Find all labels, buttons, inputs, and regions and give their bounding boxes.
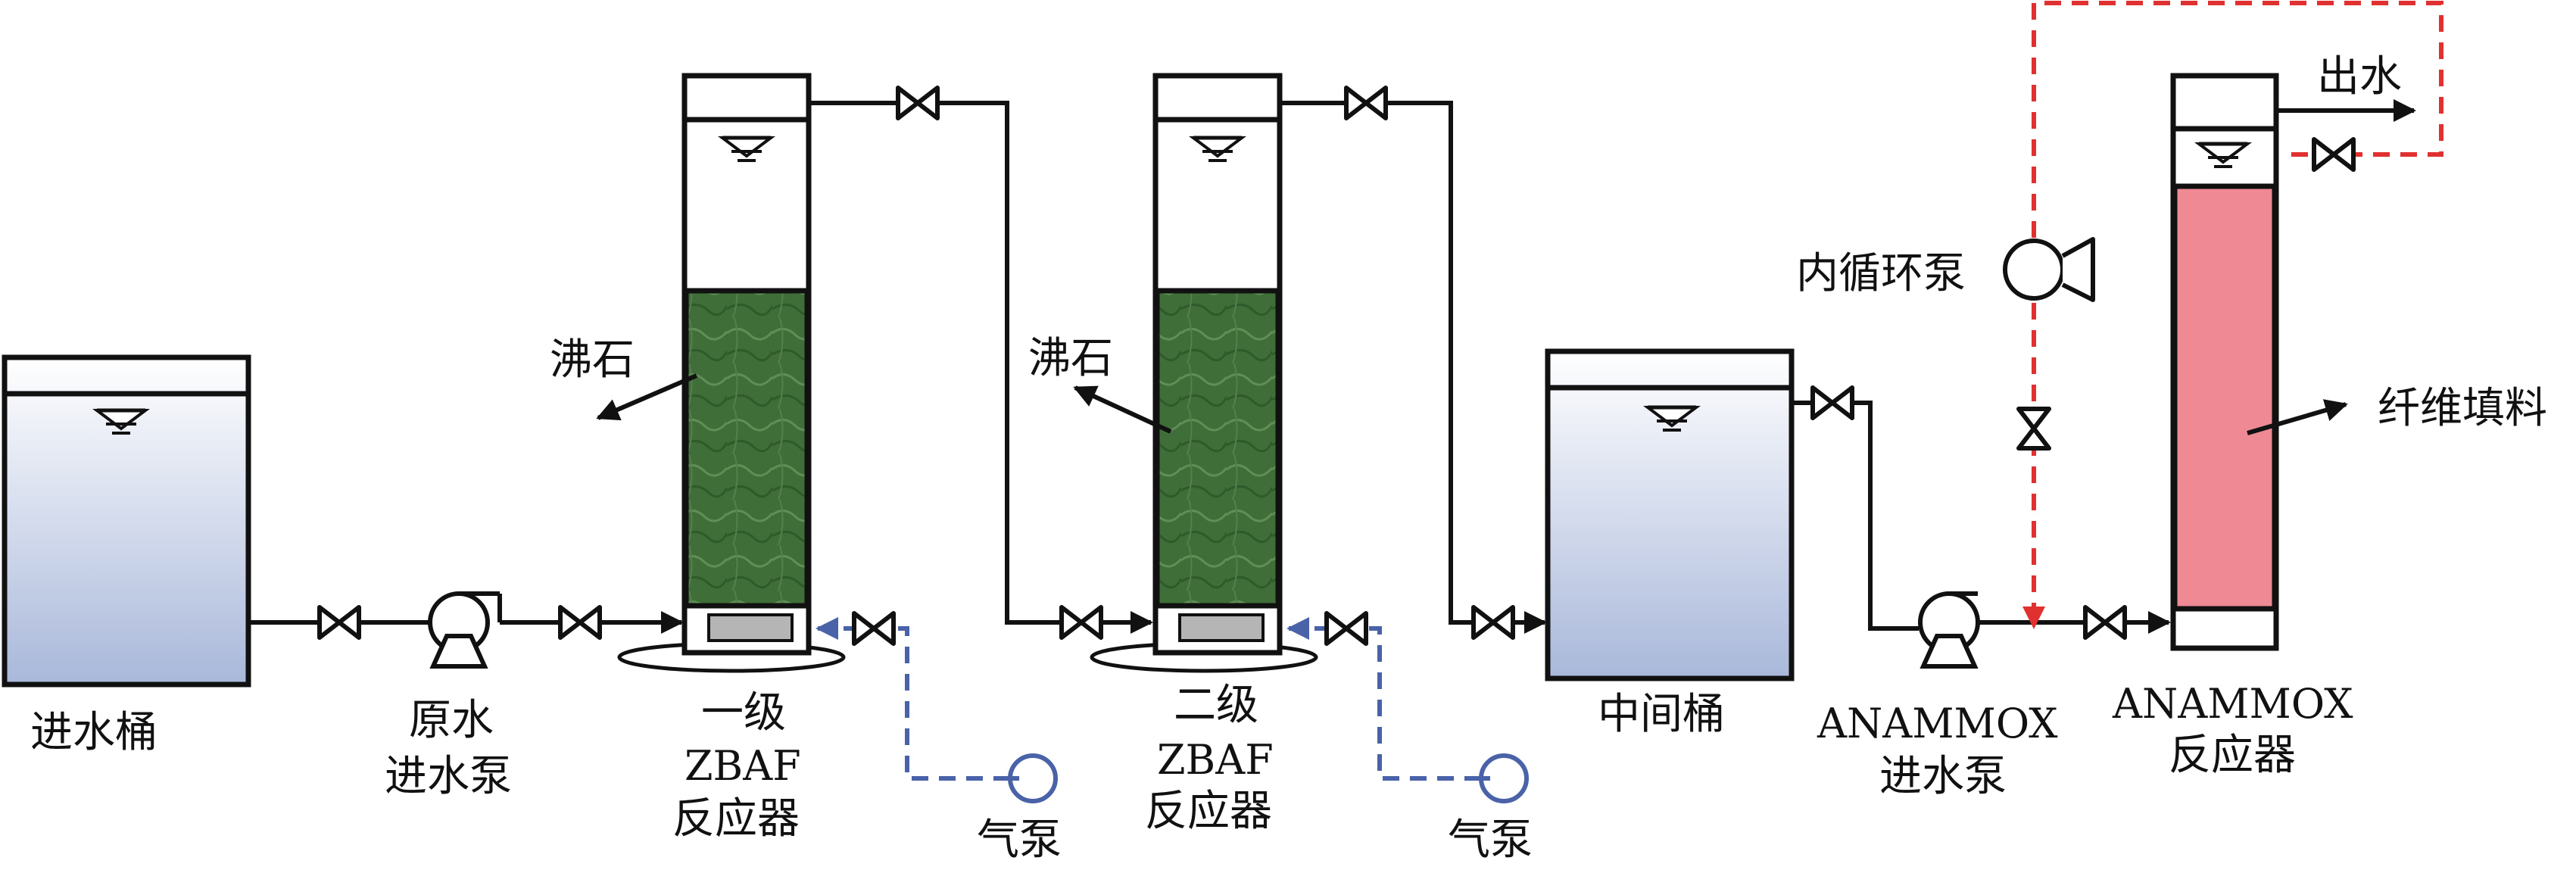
valve-zbaf2-outlet[interactable]: [1346, 88, 1386, 118]
zbaf1-label-1: 一级: [701, 688, 786, 737]
air-pump-1-label: 气泵: [977, 815, 1062, 865]
middle-tank-label: 中间桶: [1598, 690, 1725, 739]
middle-tank: [1545, 348, 1795, 681]
pipe-zbaf2-to-mid: [1280, 101, 1547, 634]
inlet-tank-label: 进水桶: [30, 708, 157, 757]
air-line-2: [1286, 617, 1481, 781]
valve-zbaf2-inlet[interactable]: [1062, 607, 1101, 638]
valve-mid-outlet[interactable]: [1813, 388, 1852, 418]
valve-recirc-outlet[interactable]: [2314, 139, 2353, 170]
anammox-feed-pump[interactable]: [1918, 591, 1980, 669]
raw-pump-label-2: 进水泵: [385, 752, 512, 801]
air-valve-2[interactable]: [1327, 613, 1366, 644]
raw-pump-label-1: 原水: [409, 696, 494, 745]
air-pump-2[interactable]: [1479, 753, 1529, 803]
effluent-label: 出水: [2317, 52, 2402, 101]
anammox-pump-label-2: 进水泵: [1879, 752, 2007, 801]
zbaf2-label-2: ZBAF: [1157, 736, 1274, 784]
zbaf2-label-1: 二级: [1174, 681, 1258, 730]
anammox-reactor-label-2: 反应器: [2169, 731, 2296, 780]
fiber-packing-label: 纤维填料: [2378, 384, 2547, 433]
zbaf1-label-3: 反应器: [672, 794, 800, 843]
valve-recirc[interactable]: [2019, 409, 2049, 448]
zbaf1-zeolite-bed: [683, 288, 810, 609]
zbaf1-aerator: [707, 613, 794, 642]
inlet-tank: [2, 354, 251, 688]
zbaf2-reactor: [1090, 73, 1318, 673]
pipe-mid-to-anammox-pump: [1792, 401, 1919, 631]
recirculation-pump[interactable]: [2003, 237, 2095, 302]
anammox-reactor: [2170, 73, 2279, 651]
zbaf1-zeolite-label: 沸石: [550, 335, 635, 385]
air-pump-2-label: 气泵: [1448, 815, 1533, 865]
anammox-pump-label-1: ANAMMOX: [1817, 700, 2058, 747]
raw-water-pump[interactable]: [428, 591, 500, 669]
air-valve-1[interactable]: [854, 613, 893, 644]
anammox-reactor-label-1: ANAMMOX: [2112, 680, 2353, 728]
zbaf2-label-3: 反应器: [1145, 787, 1272, 836]
valve-raw-pump-outlet[interactable]: [560, 607, 600, 638]
zbaf2-aerator: [1178, 613, 1265, 642]
recirc-pump-label: 内循环泵: [1796, 249, 1966, 298]
valve-mid-inlet[interactable]: [1474, 607, 1513, 638]
valve-inlet[interactable]: [320, 607, 359, 638]
valve-zbaf1-outlet[interactable]: [898, 88, 937, 118]
air-pump-1[interactable]: [1008, 753, 1058, 803]
recirculation-line: [2022, 1, 2443, 629]
zbaf2-zeolite-bed: [1154, 288, 1281, 609]
valve-anammox-inlet[interactable]: [2085, 607, 2125, 638]
air-line-1: [816, 617, 1010, 781]
fiber-packing: [2172, 183, 2278, 612]
zbaf1-label-2: ZBAF: [685, 742, 801, 790]
zbaf1-reactor: [617, 73, 846, 673]
zbaf2-zeolite-label: 沸石: [1028, 334, 1113, 383]
